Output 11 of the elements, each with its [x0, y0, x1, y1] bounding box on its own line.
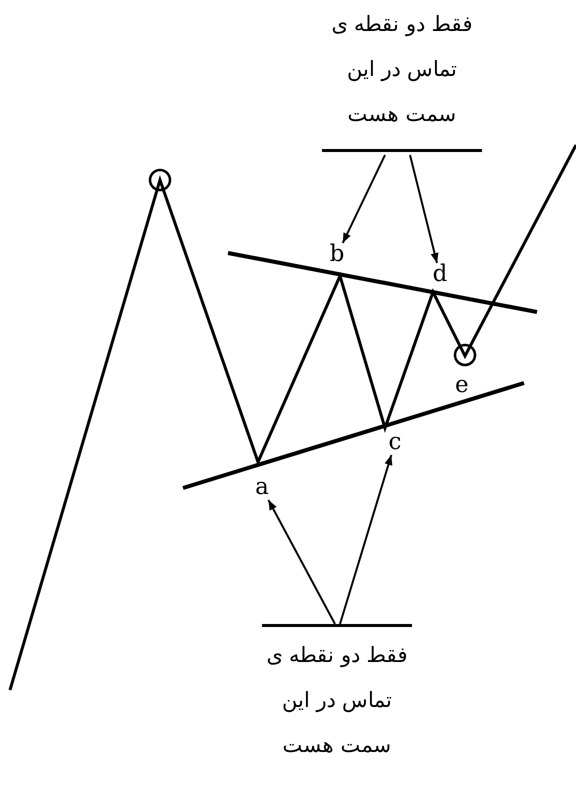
point-label: e	[455, 374, 469, 396]
point-label: d	[431, 263, 449, 287]
arrow	[339, 454, 392, 624]
point-label: c	[386, 431, 404, 455]
note-with-bar: فقط دو نقطه ی تماس در این سمت هست	[262, 624, 412, 774]
note-with-bar: فقط دو نقطه ی تماس در این سمت هست	[322, 2, 482, 152]
point-label: a	[253, 476, 271, 500]
arrow	[409, 154, 438, 264]
point-label: b	[328, 243, 346, 267]
arrow	[342, 154, 386, 244]
arrow	[268, 500, 336, 624]
